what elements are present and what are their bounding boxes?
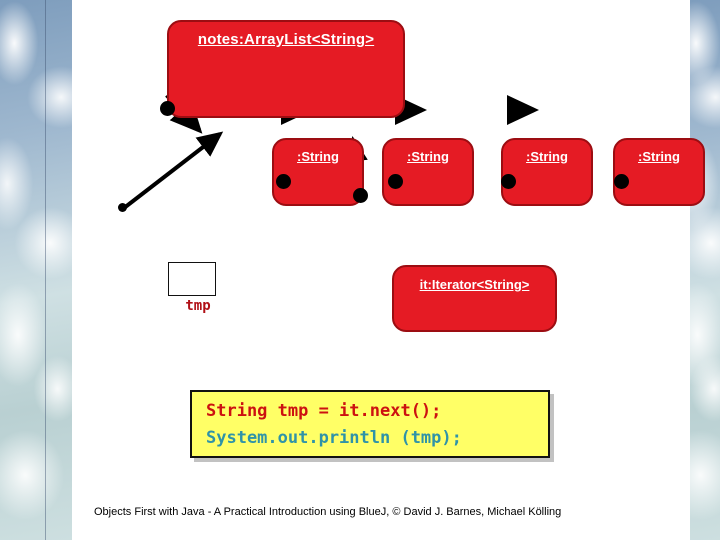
object-box-string-1[interactable]: :String	[272, 138, 364, 206]
reference-dot-string-4	[614, 174, 629, 189]
object-label-string-4: :String	[638, 149, 680, 164]
object-box-string-2[interactable]: :String	[382, 138, 474, 206]
object-label-notes: notes:ArrayList<String>	[197, 31, 375, 48]
variable-label-tmp: tmp	[185, 298, 211, 314]
object-box-iterator[interactable]: it:Iterator<String>	[392, 265, 557, 332]
reference-dot-tmp	[118, 203, 127, 212]
code-line-2: System.out.println (tmp);	[206, 428, 462, 448]
code-block: String tmp = it.next(); System.out.print…	[190, 390, 550, 458]
code-line-1: String tmp = it.next();	[206, 401, 442, 421]
object-box-string-4[interactable]: :String	[613, 138, 705, 206]
object-label-iterator: it:Iterator<String>	[419, 277, 530, 292]
reference-dot-notes	[160, 101, 175, 116]
footer-attribution: Objects First with Java - A Practical In…	[94, 506, 562, 518]
object-label-string-2: :String	[407, 149, 449, 164]
variable-box-tmp[interactable]	[168, 262, 216, 296]
object-box-string-3[interactable]: :String	[501, 138, 593, 206]
left-texture-strip	[0, 0, 72, 540]
reference-dot-string-2	[388, 174, 403, 189]
diagram-area: notes:ArrayList<String> :String :String …	[72, 0, 705, 540]
object-box-notes[interactable]: notes:ArrayList<String>	[167, 20, 405, 118]
reference-dot-string-3	[501, 174, 516, 189]
reference-dot-string-1	[276, 174, 291, 189]
object-label-string-3: :String	[526, 149, 568, 164]
reference-dot-iterator	[353, 188, 368, 203]
object-label-string-1: :String	[297, 149, 339, 164]
right-texture-strip	[690, 0, 720, 540]
texture-seam	[45, 0, 46, 540]
